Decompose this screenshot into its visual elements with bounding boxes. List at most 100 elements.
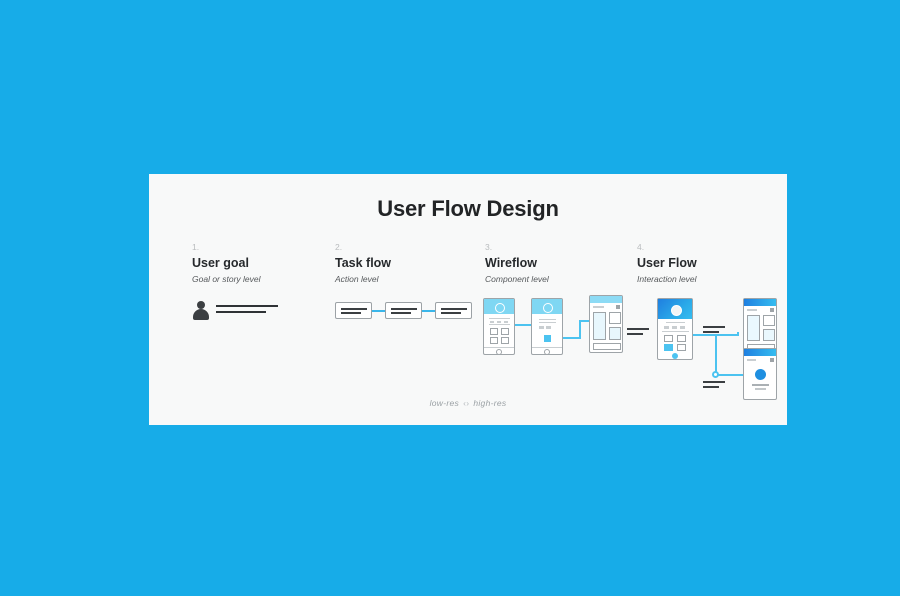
goal-text-lines (216, 305, 278, 317)
column-title: User goal (192, 256, 249, 270)
column-number: 2. (335, 242, 343, 252)
grid-tile (501, 337, 509, 344)
home-indicator (672, 353, 678, 359)
header-circle-icon (543, 303, 553, 313)
content-panel (593, 312, 606, 340)
annotation-lines-top-right (703, 326, 725, 336)
divider-line (532, 347, 562, 348)
flow-connector (715, 374, 743, 376)
text-line (539, 319, 556, 320)
task-line (341, 312, 361, 314)
task-line (391, 312, 411, 314)
annotation-line (703, 331, 719, 333)
flow-connector (515, 324, 531, 326)
flow-connector (579, 320, 581, 339)
home-button (544, 349, 550, 355)
annotation-lines-left (627, 328, 649, 338)
divider-line (489, 318, 510, 319)
annotation-line (703, 326, 725, 328)
column-heading-user-flow: 4. User Flow Interaction level (637, 242, 697, 285)
text-line (539, 326, 544, 329)
annotation-line (627, 328, 649, 330)
text-line (747, 359, 756, 361)
phone-header-band (590, 296, 622, 303)
tab-mark (497, 321, 501, 323)
screen-home (657, 298, 693, 360)
text-line (666, 322, 685, 323)
phone-header-band (744, 349, 776, 356)
text-line (539, 322, 556, 323)
stage-3-illustration (477, 292, 625, 362)
avatar-head (197, 301, 205, 309)
phone-header-band (744, 299, 776, 306)
wireframe-phone-layout (589, 295, 623, 353)
caption-low-res: low-res (429, 398, 460, 408)
menu-icon (770, 308, 774, 312)
annotation-line (703, 381, 725, 383)
column-number: 4. (637, 242, 645, 252)
column-number: 3. (485, 242, 493, 252)
flow-connector (715, 334, 717, 376)
divider-line (662, 331, 689, 332)
page-title: User Flow Design (377, 196, 559, 221)
column-title: User Flow (637, 256, 697, 270)
home-button (496, 349, 502, 355)
column-heading-user-goal: 1. User goal Goal or story level (192, 242, 261, 285)
text-line (216, 305, 278, 307)
column-title: Task flow (335, 256, 392, 270)
content-panel (747, 315, 760, 341)
content-panel (763, 329, 775, 341)
flow-connector (737, 332, 739, 336)
grid-tile (490, 337, 498, 344)
text-line (664, 326, 669, 329)
flow-connector (422, 310, 435, 312)
column-subtitle: Component level (485, 274, 549, 284)
grid-tile (677, 335, 686, 342)
flow-branch-node (712, 371, 719, 378)
task-line (391, 308, 417, 310)
grid-tile (501, 328, 509, 335)
text-line (752, 384, 769, 386)
user-flow-design-card: User Flow Design 1. User goal Goal or st… (149, 174, 787, 425)
annotation-line (703, 386, 719, 388)
highlighted-element (544, 335, 551, 342)
annotation-lines-bottom-right (703, 381, 725, 391)
column-subtitle: Interaction level (637, 274, 697, 284)
header-circle-icon (495, 303, 505, 313)
content-panel (609, 327, 621, 340)
resolution-caption: low-res‹›high-res (149, 398, 787, 408)
task-line (441, 308, 467, 310)
avatar-body (193, 309, 209, 320)
column-number: 1. (192, 242, 200, 252)
task-box (435, 302, 472, 319)
stage-4-illustration (627, 286, 787, 406)
caption-high-res: high-res (473, 398, 507, 408)
menu-icon (616, 305, 620, 309)
user-avatar-icon (192, 301, 210, 321)
avatar-icon (671, 305, 682, 316)
divider-line (489, 324, 510, 325)
text-line (672, 326, 677, 329)
column-subtitle: Goal or story level (192, 274, 261, 284)
flow-connector (563, 337, 581, 339)
stage-1-illustration (192, 299, 332, 339)
grid-tile (490, 328, 498, 335)
text-line (593, 306, 604, 308)
footer-panel (593, 343, 621, 350)
caption-arrows: ‹› (463, 398, 470, 408)
task-box (385, 302, 422, 319)
flow-connector (372, 310, 385, 312)
stage-2-illustration (335, 299, 485, 333)
text-line (755, 388, 766, 390)
content-panel (609, 312, 621, 324)
screen-action (743, 348, 777, 400)
task-line (441, 312, 461, 314)
wireframe-phone-detail (531, 298, 563, 355)
highlighted-tile (664, 344, 673, 351)
column-title: Wireflow (485, 256, 537, 270)
screen-layout (743, 298, 777, 354)
tab-mark (504, 321, 508, 323)
menu-icon (770, 358, 774, 362)
primary-action-icon (755, 369, 766, 380)
